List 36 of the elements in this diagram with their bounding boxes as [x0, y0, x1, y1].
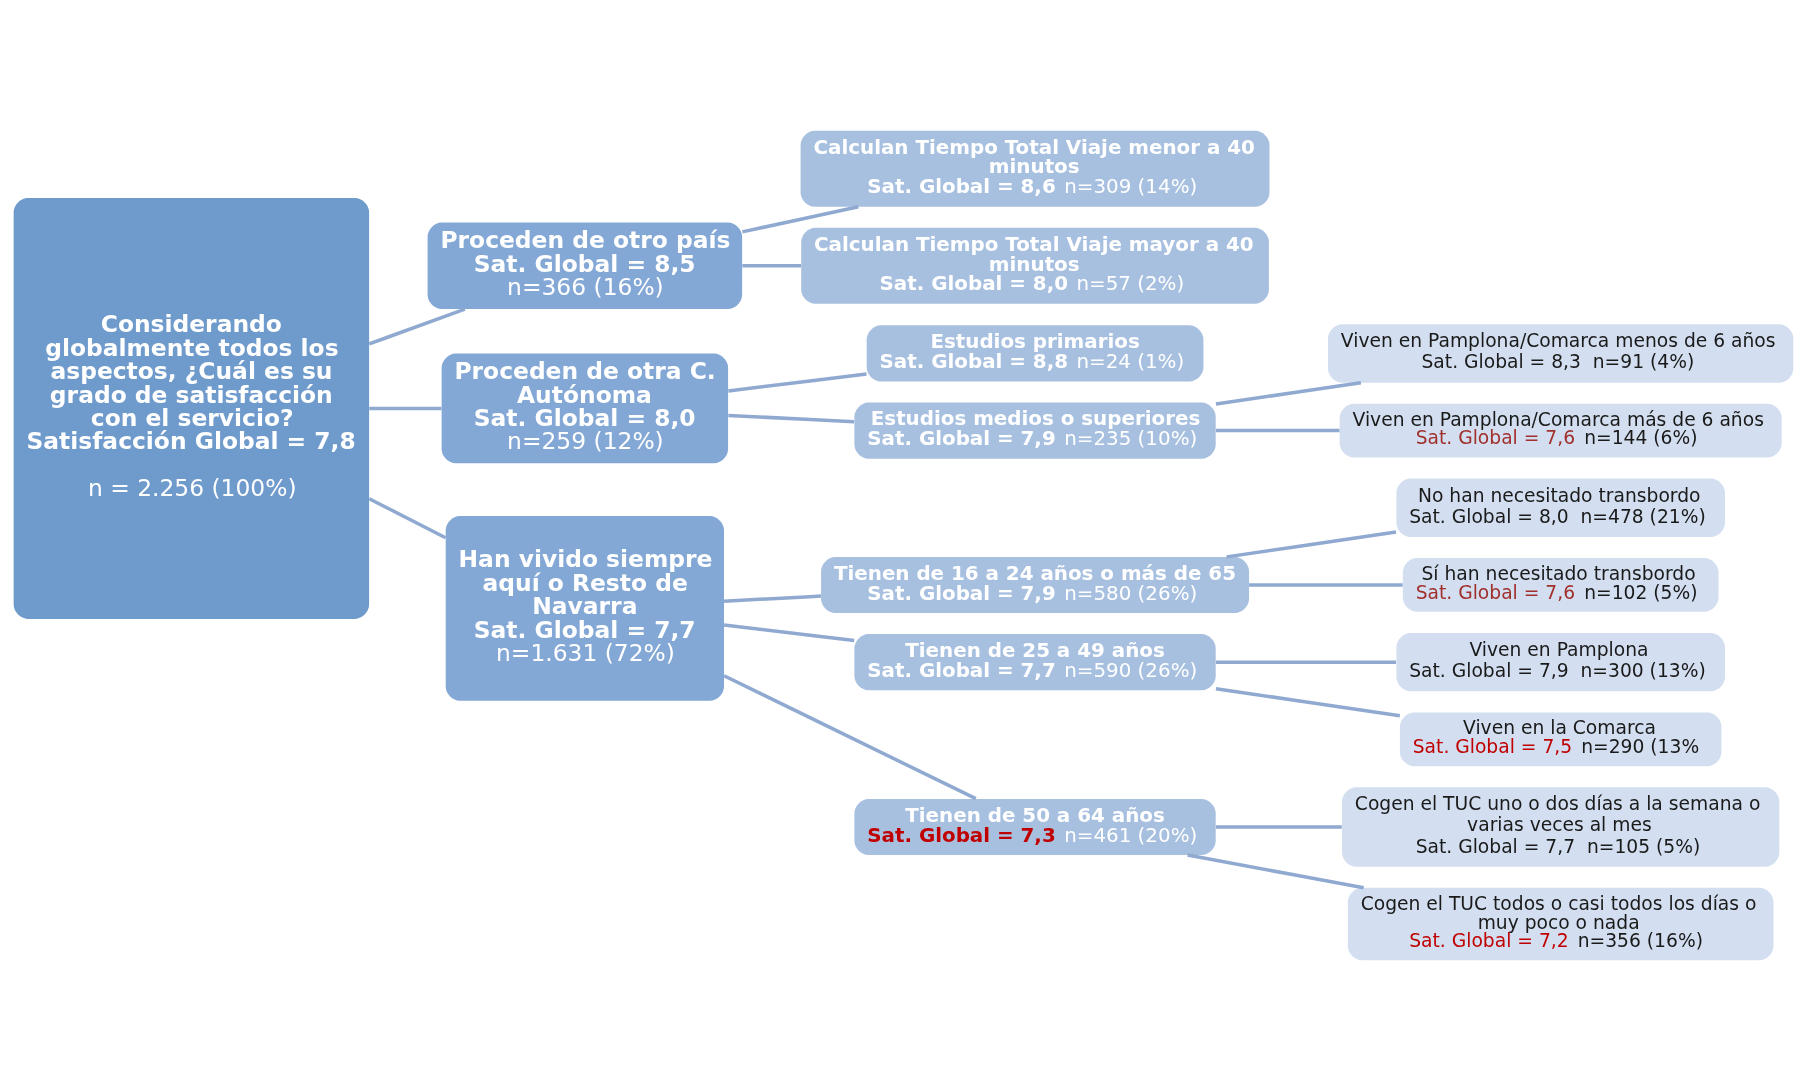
node-box: Estudios primarios Sat. Global = 8,8 n=24 (1%) [866, 324, 1204, 381]
node-box: Tienen de 25 a 49 años Sat. Global = 7,7 n=590 (26%) [854, 633, 1216, 690]
node-box: Calculan Tiempo Total Viaje menor a 40 minutos Sat. Global = 8,6 n=309 (14%) [800, 130, 1270, 207]
connector [368, 306, 466, 346]
node-box: Calculan Tiempo Total Viaje mayor a 40 minutos Sat. Global = 8,0 n=57 (2%) [801, 227, 1269, 304]
connector [1187, 852, 1364, 889]
connector [1215, 686, 1401, 717]
connector [742, 263, 802, 267]
node-box: Tienen de 16 a 24 años o más de 65 Sat. Global = 7,9 n=580 (26%) [821, 556, 1250, 613]
node-box: Viven en Pamplona/Comarca más de 6 años Sat. Global = 7,6 n=144 (6%) [1339, 403, 1782, 457]
node-box: Viven en Pamplona/Comarca menos de 6 años Sat. Global = 8,3 n=91 (4%) [1327, 323, 1794, 383]
node-box: Tienen de 50 a 64 años Sat. Global = 7,3 n=461 (20%) [854, 798, 1216, 855]
node-box: Cogen el TUC todos o casi todos los días o muy poco o nada Sat. Global = 7,2 n=356 (16%) [1347, 887, 1774, 960]
node-box: Cogen el TUC uno o dos días a la semana o varias veces al mes Sat. Global = 7,7 n=105 (5%) [1342, 786, 1780, 867]
connector [1215, 659, 1396, 664]
connector [368, 496, 447, 539]
connector [728, 371, 867, 393]
connector [723, 593, 822, 603]
node-box: Han vivido siempre aquí o Resto de Navarra Sat. Global = 7,7 n=1.631 (72%) [445, 515, 724, 701]
connector [1226, 529, 1397, 559]
node-box: Proceden de otra C. Autónoma Sat. Global = 8,0 n=259 (12%) [441, 352, 729, 463]
connector [728, 413, 855, 423]
node-box: Sí han necesitado transbordo Sat. Global = 7,6 n=102 (5%) [1402, 557, 1719, 612]
connector [369, 406, 442, 410]
connector [1215, 824, 1342, 829]
connector [1215, 380, 1362, 406]
node-box: No han necesitado transbordo Sat. Global = 8,0 n=478 (21%) [1396, 478, 1725, 537]
node-box: Estudios medios o superiores Sat. Global = 7,9 n=235 (10%) [854, 402, 1216, 459]
node-box: Proceden de otro país Sat. Global = 8,5 n=366 (16%) [427, 221, 743, 309]
node-box: Viven en la Comarca Sat. Global = 7,5 n=290 (13% [1399, 711, 1722, 766]
connector [1249, 582, 1403, 587]
connector [1215, 428, 1340, 432]
node-box: Viven en Pamplona Sat. Global = 7,9 n=300 (13%) [1396, 632, 1725, 691]
connector [723, 673, 977, 800]
connector [723, 622, 855, 642]
node-box: Considerando globalmente todos los aspectos, ¿Cuál es su grado de satisfacción con el servicio? Satisfacción Global = 7,8 n = 2.256 (100%) [13, 197, 370, 619]
